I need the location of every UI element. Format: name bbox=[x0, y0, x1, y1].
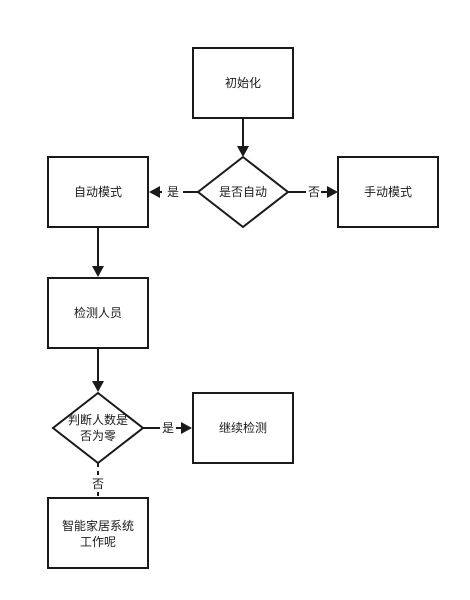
arrowhead bbox=[181, 422, 192, 434]
decision-judge-zero-label-line1: 判断人数是 bbox=[68, 412, 128, 427]
decision-is-auto bbox=[196, 155, 290, 229]
decision-judge-zero-label-line2: 否为零 bbox=[80, 429, 116, 443]
node-detect-person bbox=[47, 277, 149, 349]
arrowhead bbox=[327, 186, 338, 198]
node-manual-mode bbox=[337, 156, 439, 228]
arrowhead bbox=[237, 146, 249, 157]
arrowhead bbox=[92, 266, 104, 277]
node-smart-home-label-line1: 智能家居系统 bbox=[62, 518, 134, 533]
node-detect-person-label: 检测人员 bbox=[74, 305, 122, 320]
node-manual-mode-label: 手动模式 bbox=[364, 185, 412, 199]
node-smart-home bbox=[47, 497, 149, 569]
node-smart-home-label-line2: 工作呢 bbox=[80, 535, 116, 549]
edge-label-auto-yes: 是 bbox=[167, 185, 179, 199]
node-auto-mode bbox=[47, 156, 149, 228]
arrowhead bbox=[149, 186, 160, 198]
node-continue-detect-label: 继续检测 bbox=[219, 420, 267, 435]
node-auto-mode-label: 自动模式 bbox=[74, 185, 122, 199]
edge-label-judge-no: 否 bbox=[92, 477, 104, 491]
decision-judge-zero bbox=[51, 391, 145, 465]
edge-label-judge-yes: 是 bbox=[162, 421, 174, 435]
arrowhead bbox=[92, 381, 104, 392]
decision-is-auto-label: 是否自动 bbox=[219, 185, 267, 199]
node-init bbox=[192, 47, 294, 119]
edge-label-auto-no: 否 bbox=[308, 185, 320, 199]
node-init-label: 初始化 bbox=[225, 76, 261, 90]
node-continue-detect bbox=[192, 392, 294, 464]
